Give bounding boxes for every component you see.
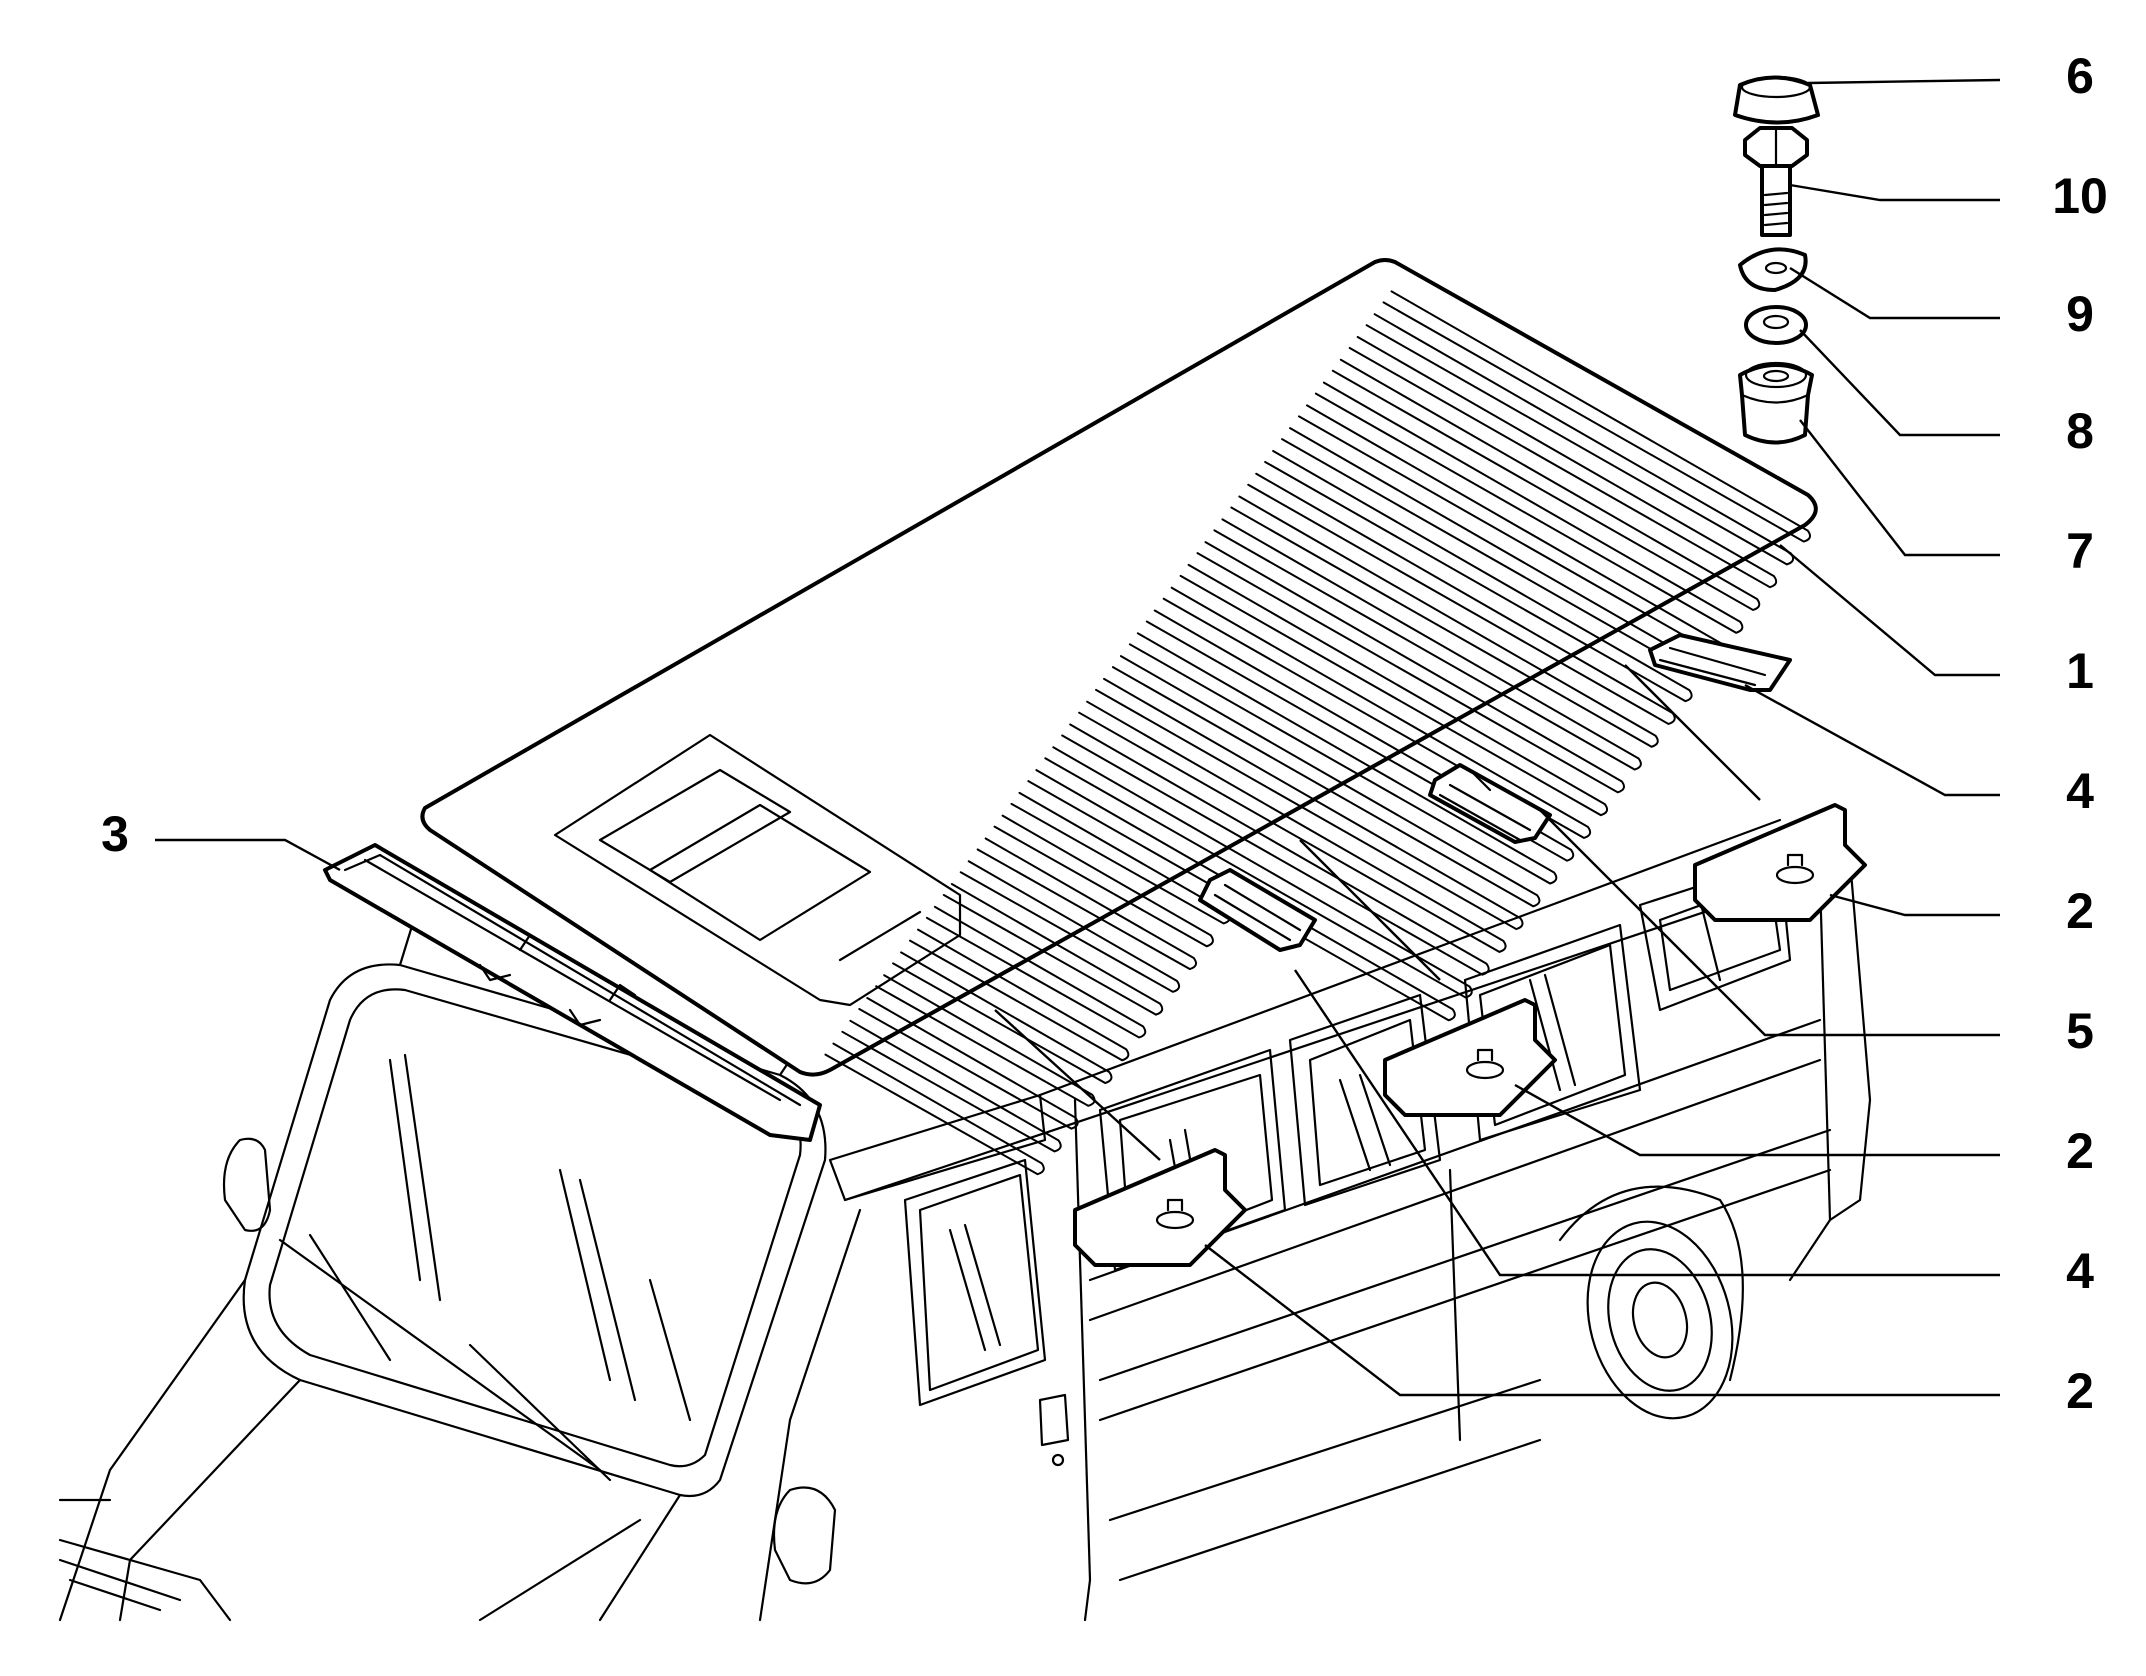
- roof-rib: [1111, 655, 1541, 908]
- roof-rib: [1095, 677, 1524, 931]
- roof-rib: [1027, 769, 1456, 1022]
- roof-rib: [1331, 358, 1761, 612]
- roof-rib: [1382, 290, 1811, 543]
- roof-rib: [1348, 335, 1778, 589]
- roof-rib: [1230, 495, 1659, 748]
- roof-rib: [1314, 381, 1744, 634]
- roof-rib: [858, 997, 1079, 1130]
- callout-2-lower: 2: [2066, 1363, 2094, 1419]
- roof-rib: [1078, 700, 1507, 953]
- roof-rib: [841, 1019, 1062, 1153]
- callout-6: 6: [2066, 48, 2094, 104]
- roof-rib: [1044, 746, 1473, 999]
- roof-rib: [1145, 609, 1575, 862]
- roof-rib: [824, 1042, 1045, 1176]
- callout-1: 1: [2066, 643, 2094, 699]
- roof-brackets: [1073, 803, 1867, 1267]
- roof-rib: [1179, 563, 1609, 817]
- roof-rib: [925, 905, 1147, 1039]
- roof-rib: [1264, 449, 1693, 703]
- roof-rib: [1196, 541, 1625, 794]
- callout-4-upper: 4: [2066, 763, 2094, 819]
- roof-rib: [1128, 632, 1558, 885]
- roof-rib: [959, 860, 1181, 993]
- callout-3: 3: [101, 806, 129, 862]
- roof-rib: [976, 837, 1198, 971]
- roof-rib: [942, 883, 1164, 1016]
- callout-labels: 6 10 9 8 7 1 4 2 5 2 4 2 3: [101, 48, 2108, 1419]
- callout-2-middle: 2: [2066, 1123, 2094, 1179]
- callout-7: 7: [2066, 523, 2094, 579]
- roof-rib: [892, 951, 1113, 1085]
- callout-5: 5: [2066, 1003, 2094, 1059]
- callout-9: 9: [2066, 286, 2094, 342]
- rail-strips: [1198, 633, 1792, 952]
- roof-rib: [1162, 586, 1592, 840]
- callout-10: 10: [2052, 168, 2108, 224]
- front-cross-member: [323, 843, 822, 1142]
- roof-rib: [909, 928, 1130, 1062]
- fastener-hardware: [1733, 75, 1820, 445]
- callout-2-upper: 2: [2066, 883, 2094, 939]
- leader-lines: [155, 78, 2001, 1397]
- roof-rib: [1061, 723, 1490, 976]
- roof-rib: [993, 814, 1214, 948]
- callout-4-lower: 4: [2066, 1243, 2094, 1299]
- roof-rib: [1213, 518, 1642, 771]
- callout-8: 8: [2066, 403, 2094, 459]
